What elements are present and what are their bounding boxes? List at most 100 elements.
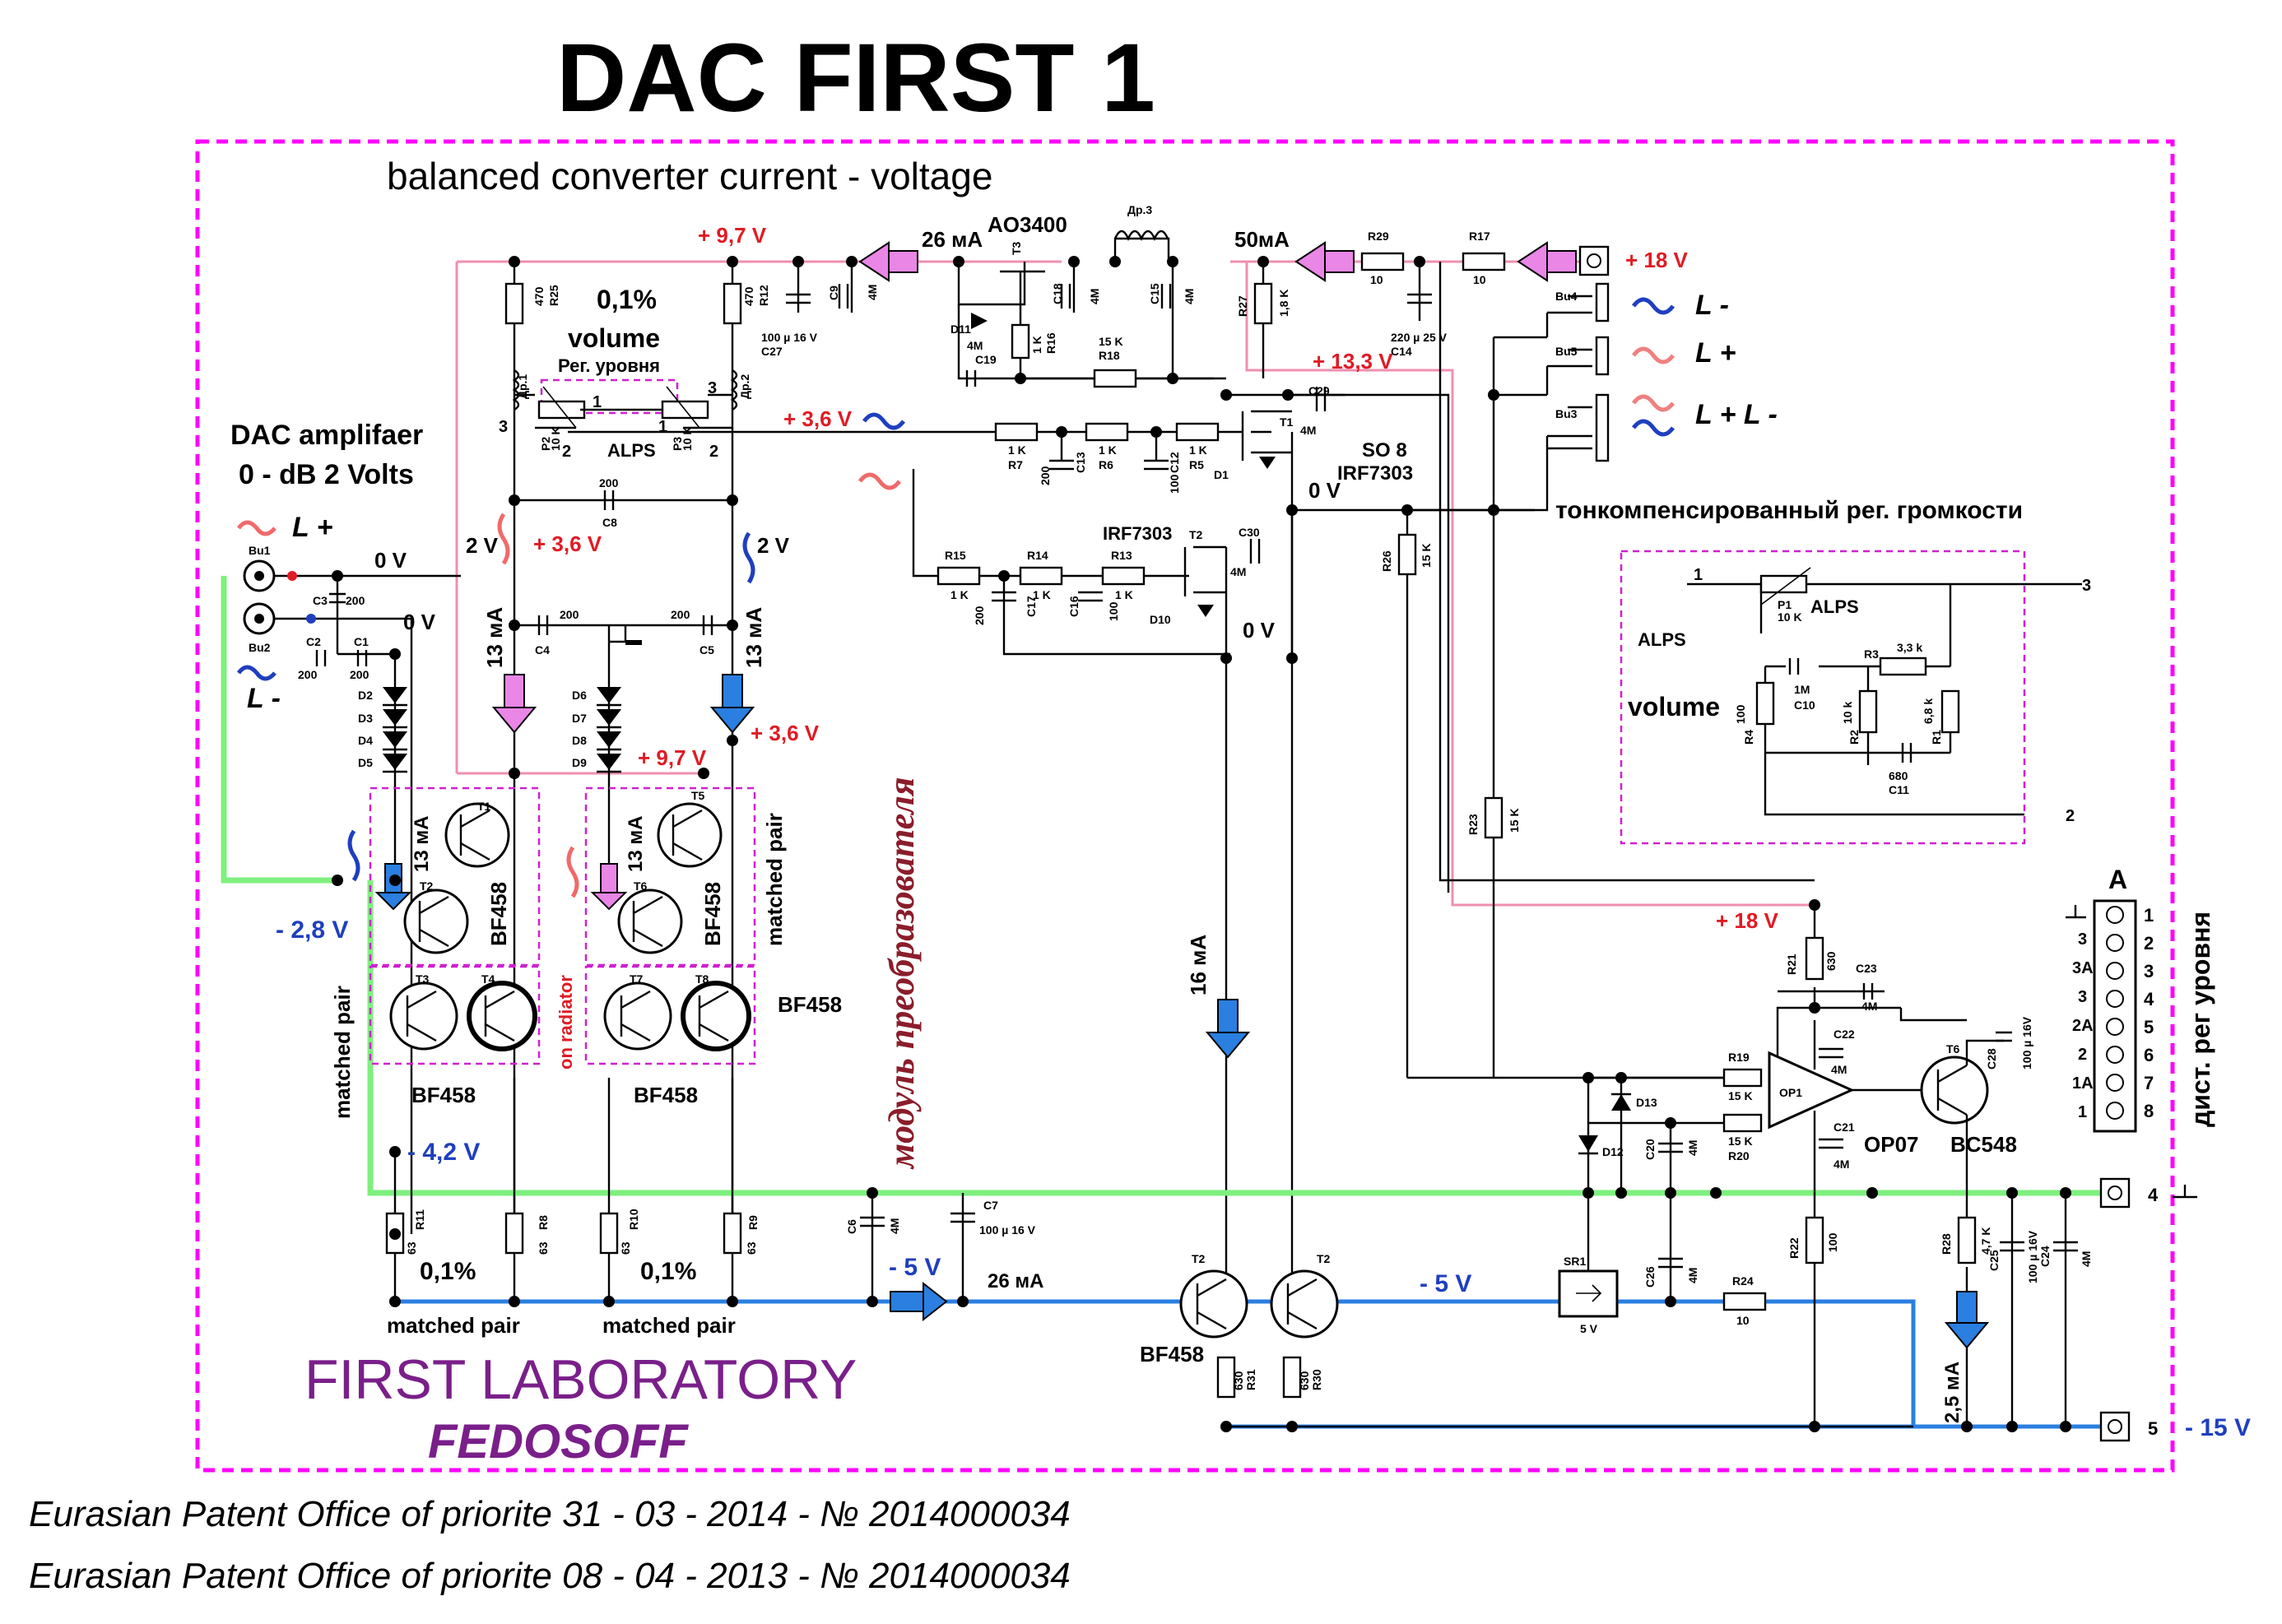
svg-text:470: 470 <box>532 286 546 306</box>
svg-text:T1: T1 <box>1280 415 1294 429</box>
connector-pin[interactable] <box>2106 1102 2124 1120</box>
jack-bu5[interactable] <box>1545 336 1610 395</box>
junction-dot <box>727 494 738 506</box>
wire-c19 <box>957 304 1020 380</box>
svg-text:C23: C23 <box>1856 962 1877 975</box>
jack-bu4[interactable] <box>1545 282 1610 337</box>
svg-text:2: 2 <box>709 443 718 461</box>
svg-text:T2: T2 <box>1192 1252 1206 1265</box>
connector-pin[interactable] <box>2106 1046 2124 1064</box>
svg-text:4M: 4M <box>888 1218 901 1234</box>
connector-pin[interactable] <box>2106 1074 2124 1092</box>
svg-text:C13: C13 <box>1074 452 1087 473</box>
connector-pin[interactable] <box>2106 990 2124 1008</box>
v2-left: 2 V <box>466 533 499 558</box>
board-border <box>195 139 2175 1473</box>
res-r27 <box>1253 282 1273 325</box>
junction-dot <box>1488 504 1499 516</box>
svg-text:4M: 4M <box>1183 289 1196 304</box>
res-r5 <box>1175 422 1220 442</box>
patent-2: Eurasian Patent Office of priorite 08 - … <box>29 1556 1071 1596</box>
svg-text:680: 680 <box>1889 769 1908 782</box>
res-r15 <box>937 566 981 586</box>
svg-text:T1: T1 <box>477 800 491 813</box>
svg-text:R17: R17 <box>1469 230 1490 243</box>
cap-c23 <box>1778 983 1885 1000</box>
tonecomp-box <box>1620 550 2026 845</box>
dist-ru: дист. рег уровня <box>2186 912 2215 1127</box>
res-r4-inset <box>1755 681 1775 726</box>
arrow-pair-right <box>590 863 628 911</box>
junction-dots <box>332 256 2071 1432</box>
res-r25 <box>504 282 524 325</box>
svg-text:15 K: 15 K <box>1508 808 1521 833</box>
terminal-18v[interactable] <box>1578 245 1610 276</box>
svg-text:15 K: 15 K <box>1420 543 1433 568</box>
connector-pin[interactable] <box>2106 906 2124 924</box>
junction-dot <box>509 1296 520 1307</box>
svg-text:3: 3 <box>499 418 508 436</box>
tonecomp-title: тонкомпенсированный рег. громкости <box>1555 497 2023 524</box>
svg-text:OP07: OP07 <box>1864 1132 1919 1157</box>
svg-text:BF458: BF458 <box>1140 1342 1204 1366</box>
terminal-5[interactable] <box>2099 1411 2131 1442</box>
svg-text:10 K: 10 K <box>681 426 694 451</box>
cap-c19 <box>965 370 977 387</box>
vol-ru: Рег. уровня <box>558 355 660 376</box>
pot-p1[interactable] <box>1759 574 1808 594</box>
junction-dot <box>1401 504 1413 516</box>
so8: SO 8 <box>1362 439 1407 462</box>
svg-text:4: 4 <box>2148 1185 2159 1205</box>
v2-right: 2 V <box>757 533 790 558</box>
vol-word: volume <box>568 323 660 353</box>
subtitle: balanced converter current - voltage <box>387 155 992 197</box>
cap-c16 <box>1078 591 1103 602</box>
svg-text:C28: C28 <box>1985 1048 1998 1070</box>
svg-text:15 K: 15 K <box>1728 1089 1753 1102</box>
junction-dot <box>1866 1187 1878 1199</box>
ground-green <box>221 576 2115 1196</box>
svg-text:10 K: 10 K <box>549 426 562 451</box>
svg-text:2: 2 <box>562 443 571 461</box>
wire-sine-path <box>912 469 1189 578</box>
volume-pot-box <box>540 378 679 415</box>
svg-text:4M: 4M <box>1831 1063 1847 1076</box>
svg-text:3,3 k: 3,3 k <box>1897 641 1922 654</box>
junction-dot <box>1167 256 1178 267</box>
cap-c29 <box>1315 387 1327 411</box>
connector-pin-number: 5 <box>2144 1017 2154 1037</box>
i26-top: 26 мА <box>922 227 983 252</box>
transistor-t2-bottom-left <box>1179 1269 1248 1339</box>
svg-text:4M: 4M <box>866 285 879 300</box>
junction-dot <box>1068 256 1080 267</box>
connector-pin-number: 3 <box>2144 961 2154 981</box>
junction-dot <box>1809 1002 1820 1014</box>
svg-text:4M: 4M <box>2080 1251 2093 1267</box>
svg-text:630: 630 <box>1232 1371 1245 1390</box>
svg-text:D7: D7 <box>572 712 587 725</box>
connector-pin[interactable] <box>2106 1018 2124 1036</box>
cap-c6 <box>860 1216 885 1227</box>
svg-text:13 мА: 13 мА <box>625 816 647 872</box>
svg-text:4M: 4M <box>1861 1000 1877 1013</box>
cap-c30 <box>1249 539 1261 564</box>
res-r9 <box>723 1212 742 1255</box>
svg-text:D10: D10 <box>1150 613 1171 626</box>
svg-text:D6: D6 <box>572 689 587 702</box>
connector-pin[interactable] <box>2106 962 2124 980</box>
i26-bot: 26 мА <box>988 1270 1043 1292</box>
svg-text:R21: R21 <box>1785 954 1798 975</box>
v97-mid: + 9,7 V <box>638 745 707 770</box>
terminal-4[interactable] <box>2099 1177 2131 1209</box>
cap-c10 <box>1788 658 1800 675</box>
jack-bu3[interactable] <box>1545 393 1610 462</box>
svg-text:10: 10 <box>1473 273 1486 286</box>
svg-text:BF458: BF458 <box>411 1083 476 1107</box>
svg-text:63: 63 <box>619 1241 632 1255</box>
svg-text:R4: R4 <box>1742 730 1755 745</box>
connector-pin[interactable] <box>2106 934 2124 952</box>
svg-text:C4: C4 <box>535 643 550 657</box>
svg-text:10: 10 <box>1736 1314 1750 1327</box>
cap-c1 <box>356 650 368 666</box>
